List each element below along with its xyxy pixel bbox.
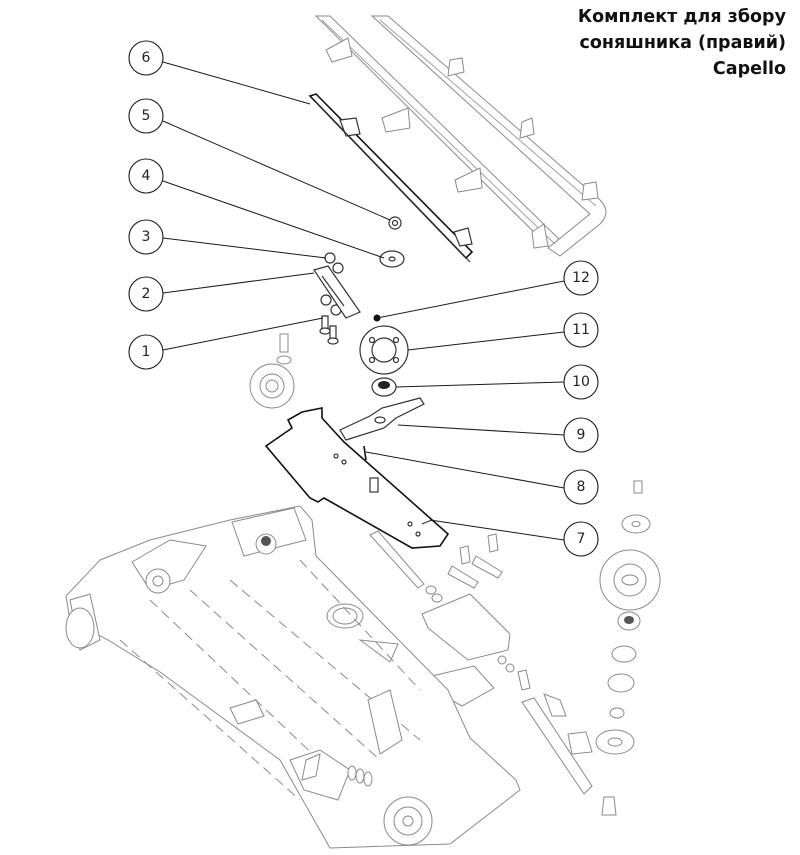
- title-line-1: Комплект для збору: [577, 7, 786, 27]
- right-parts-stack: [595, 480, 661, 816]
- callout-9-number: 9: [577, 427, 586, 443]
- callout-8: 8: [563, 469, 599, 505]
- part-9-knife: [339, 397, 425, 441]
- callout-1-number: 1: [142, 344, 151, 360]
- part-7-base-plate: [264, 407, 450, 549]
- callout-9: 9: [563, 417, 599, 453]
- spare-bolt-washer: [276, 333, 292, 365]
- callout-11-number: 11: [572, 322, 590, 338]
- leader-4: [162, 180, 385, 259]
- callout-12-number: 12: [572, 270, 590, 286]
- callout-7-number: 7: [577, 531, 586, 547]
- callout-10-number: 10: [572, 374, 590, 390]
- callout-4-number: 4: [142, 168, 151, 184]
- leader-7: [429, 519, 565, 541]
- part-2-slotted-bracket: [313, 265, 361, 319]
- part-11-sprocket: [359, 325, 409, 375]
- left-sprocket: [249, 363, 295, 409]
- title-line-2: соняшника (правий): [579, 33, 786, 53]
- callout-3: 3: [128, 219, 164, 255]
- callout-12: 12: [563, 260, 599, 296]
- callout-6-number: 6: [142, 50, 151, 66]
- gathering-chain: [314, 15, 607, 257]
- leader-12: [376, 280, 565, 319]
- leader-5: [162, 120, 391, 221]
- leader-3: [162, 237, 327, 259]
- callout-5: 5: [128, 98, 164, 134]
- title-line-3-model: Capello: [712, 59, 786, 79]
- part-1-bolts: [319, 315, 339, 345]
- callout-7: 7: [563, 521, 599, 557]
- callout-3-number: 3: [142, 229, 151, 245]
- callout-2: 2: [128, 276, 164, 312]
- leader-9: [397, 424, 565, 436]
- leader-11: [407, 331, 565, 351]
- leader-10: [395, 381, 565, 388]
- part-6-guide-rail: [308, 93, 474, 263]
- header-body-assembly: [65, 505, 521, 849]
- callout-5-number: 5: [142, 108, 151, 124]
- leader-8: [365, 451, 565, 489]
- leader-2: [162, 272, 315, 294]
- callout-8-number: 8: [577, 479, 586, 495]
- callout-4: 4: [128, 158, 164, 194]
- callout-1: 1: [128, 334, 164, 370]
- part-8-pin: [363, 445, 367, 461]
- leader-1: [162, 317, 324, 351]
- diagram-title: Комплект для збору соняшника (правий) Ca…: [578, 4, 786, 82]
- callout-2-number: 2: [142, 286, 151, 302]
- callout-11: 11: [563, 312, 599, 348]
- leader-6: [162, 61, 311, 105]
- part-4-washer: [379, 250, 405, 268]
- callout-6: 6: [128, 40, 164, 76]
- part-5-nut: [388, 216, 402, 230]
- part-10-bearing: [371, 377, 397, 397]
- callout-10: 10: [563, 364, 599, 400]
- leader-lines: [162, 61, 565, 541]
